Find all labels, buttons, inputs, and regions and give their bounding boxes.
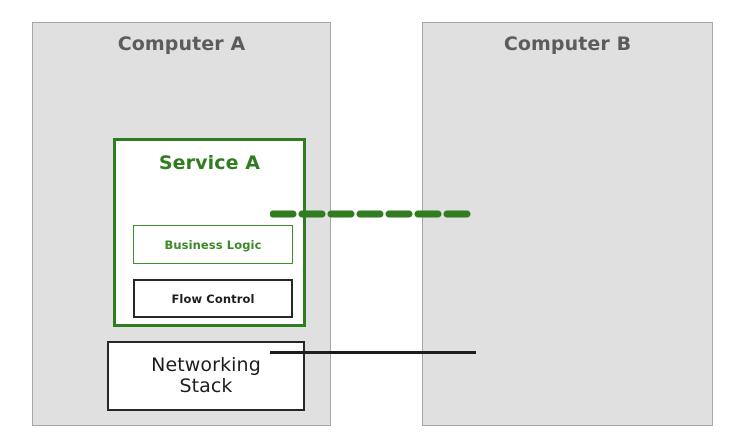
- service-a-business-logic-label: Business Logic: [164, 237, 262, 252]
- service-a-title: Service A: [158, 152, 261, 174]
- computer-a-container: Computer A Service A Business Logic Flow…: [32, 22, 331, 426]
- computer-b-title: Computer B: [503, 33, 632, 55]
- netstack-a-line2: Stack: [179, 375, 233, 397]
- service-a-box: Service A Business Logic Flow Control: [113, 138, 306, 327]
- computer-a-networking-stack-box: Networking Stack: [107, 341, 305, 411]
- computer-a-networking-stack-label: Networking Stack: [151, 353, 261, 398]
- netstack-a-line1: Networking: [151, 353, 261, 376]
- computer-a-title: Computer A: [117, 33, 246, 55]
- service-a-business-logic-box: Business Logic: [133, 225, 293, 264]
- service-a-flow-control-box: Flow Control: [133, 279, 293, 318]
- computer-b-container: Computer B Service B Business Logic Flow…: [422, 22, 713, 426]
- service-a-flow-control-label: Flow Control: [171, 291, 255, 306]
